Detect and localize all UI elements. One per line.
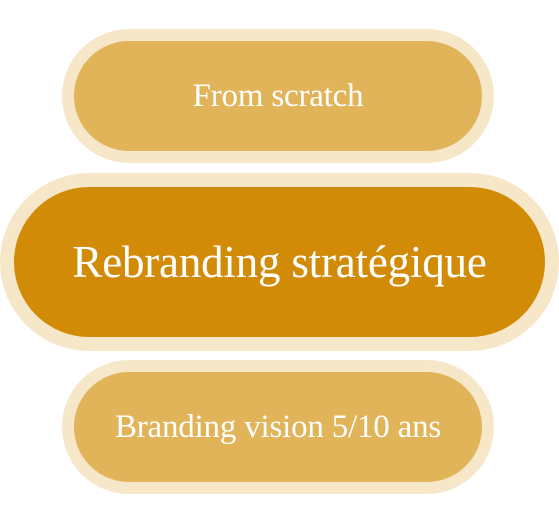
option-label: From scratch (192, 77, 364, 114)
option-label: Branding vision 5/10 ans (114, 408, 442, 445)
option-label: Rebranding stratégique (72, 237, 487, 287)
option-from-scratch-button[interactable]: From scratch (62, 29, 494, 163)
option-branding-vision-button[interactable]: Branding vision 5/10 ans (62, 360, 494, 494)
option-rebranding-strategique-button[interactable]: Rebranding stratégique (0, 173, 559, 351)
